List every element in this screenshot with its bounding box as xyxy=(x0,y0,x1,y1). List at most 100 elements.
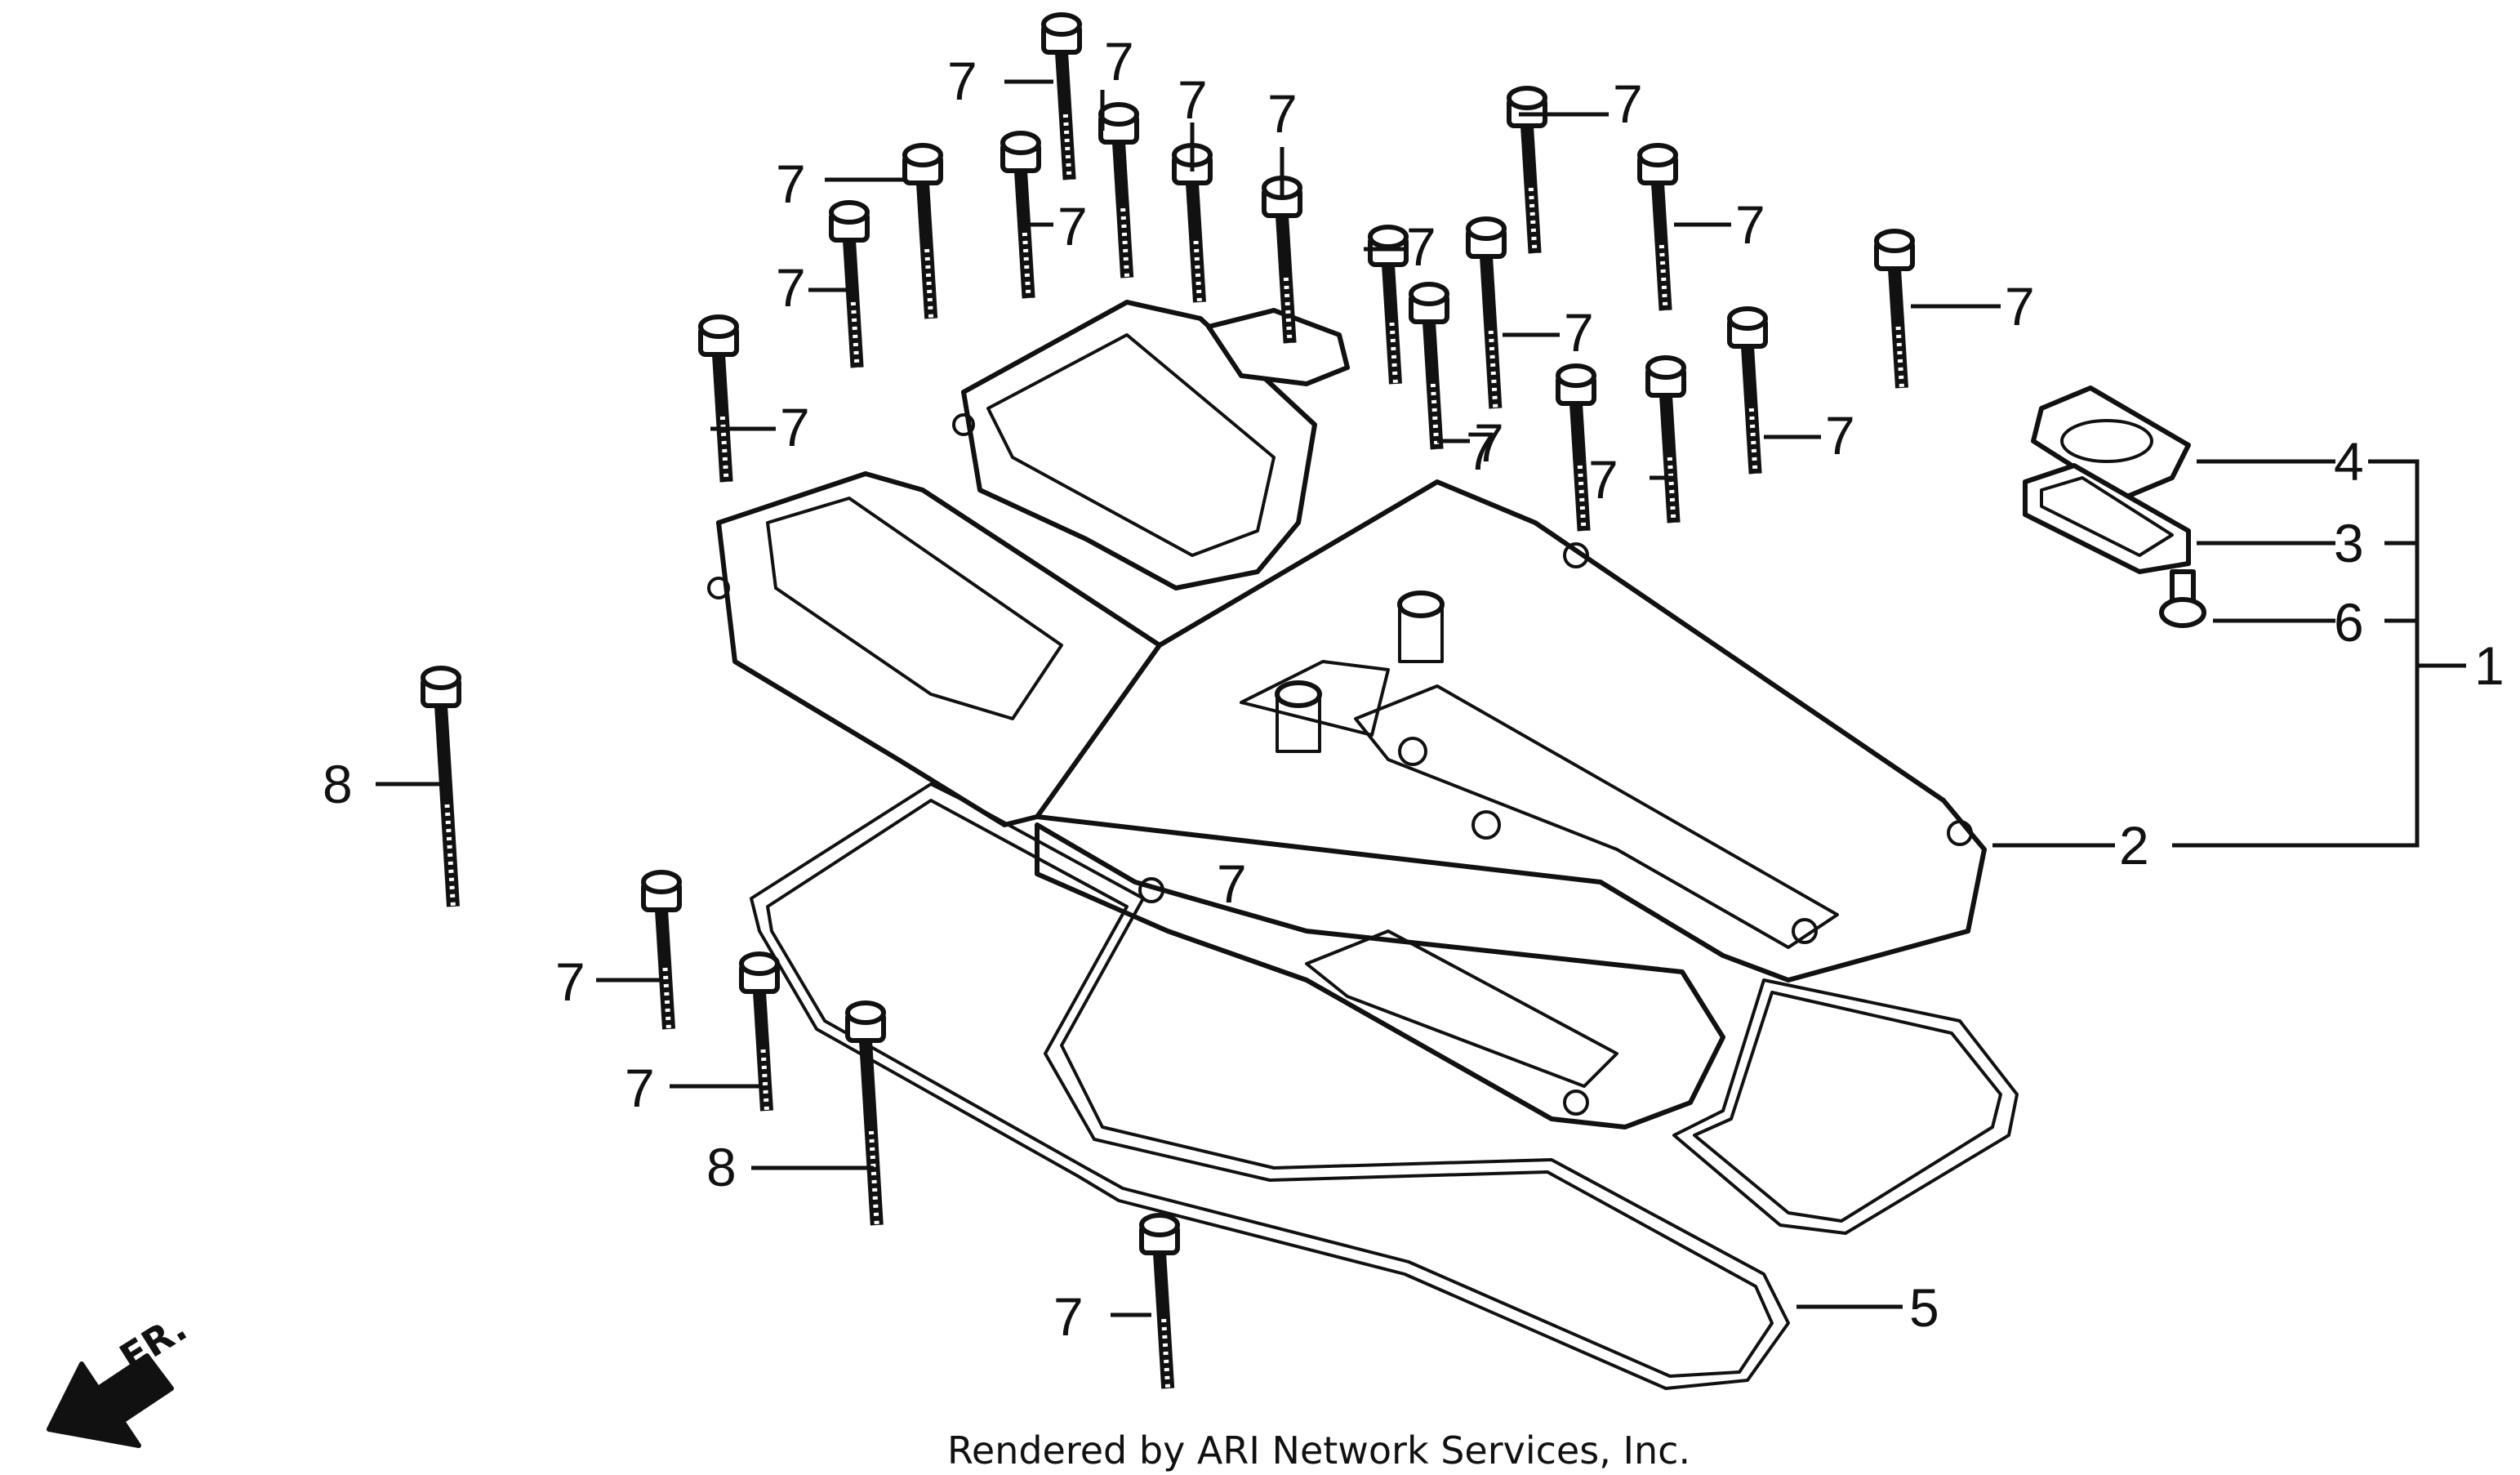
arrow-icon xyxy=(47,1353,174,1448)
cap-screw[interactable] xyxy=(2159,569,2206,628)
bolt-group xyxy=(421,12,1915,1389)
bolt-head-top xyxy=(1645,355,1686,380)
bolt[interactable] xyxy=(1874,229,1915,389)
bolt-thread xyxy=(924,248,934,319)
callout-7[interactable]: 7 xyxy=(1104,31,1134,91)
bolt-thread xyxy=(1062,114,1072,180)
callout-7[interactable]: 7 xyxy=(1564,302,1594,363)
callout-7[interactable]: 7 xyxy=(1613,74,1643,134)
bolt-head-top xyxy=(739,951,780,976)
bolt-thread xyxy=(1120,207,1130,279)
callout-7[interactable]: 7 xyxy=(776,257,806,318)
bolt[interactable] xyxy=(829,200,870,368)
callout-7[interactable]: 7 xyxy=(1217,853,1247,914)
bolt-thread xyxy=(1283,277,1293,344)
bolt-head-top xyxy=(641,870,682,894)
callout-7[interactable]: 7 xyxy=(1057,196,1088,256)
bolt-thread xyxy=(1193,240,1202,303)
bolt[interactable] xyxy=(421,666,461,907)
bolt[interactable] xyxy=(1041,12,1082,180)
bolt[interactable] xyxy=(641,870,682,1030)
callout-7[interactable]: 7 xyxy=(1406,216,1436,277)
bolt-thread xyxy=(1022,232,1031,299)
bolt-head-top xyxy=(902,143,943,167)
bolt-head-top xyxy=(698,314,739,339)
bolt-head-top xyxy=(1637,143,1678,167)
bolt-head-top xyxy=(1556,363,1596,388)
bolt-head-top xyxy=(1727,306,1768,331)
callout-7[interactable]: 7 xyxy=(1178,69,1208,130)
callout-8[interactable]: 8 xyxy=(706,1137,737,1197)
bolt[interactable] xyxy=(902,143,943,319)
callout-2[interactable]: 2 xyxy=(2119,815,2149,876)
bolt[interactable] xyxy=(1368,225,1409,385)
bolt-thread xyxy=(1528,187,1538,254)
callout-5[interactable]: 5 xyxy=(1909,1277,1939,1338)
bolt-head-top xyxy=(1098,102,1139,127)
bolt-head-top xyxy=(1466,216,1507,241)
callout-7[interactable]: 7 xyxy=(1735,194,1765,255)
callout-7[interactable]: 7 xyxy=(1474,412,1504,473)
bolt-head-top xyxy=(1368,225,1409,249)
bolt[interactable] xyxy=(739,951,780,1112)
bolt-head-top xyxy=(1139,1213,1180,1237)
callout-7[interactable]: 7 xyxy=(625,1058,655,1118)
callout-7[interactable]: 7 xyxy=(1053,1286,1084,1347)
bolt[interactable] xyxy=(1409,282,1449,450)
front-direction-arrow: FR. xyxy=(47,1305,194,1448)
callout-7[interactable]: 7 xyxy=(2005,276,2035,336)
bolt[interactable] xyxy=(698,314,739,483)
bolt[interactable] xyxy=(1556,363,1596,532)
callout-1[interactable]: 1 xyxy=(2474,635,2504,696)
callout-7[interactable]: 7 xyxy=(1825,405,1855,466)
callout-7[interactable]: 7 xyxy=(780,397,810,457)
bolt[interactable] xyxy=(1637,143,1678,311)
bolt[interactable] xyxy=(845,1000,886,1226)
callout-6[interactable]: 6 xyxy=(2334,592,2364,653)
bolt[interactable] xyxy=(1645,355,1686,524)
callout-3[interactable]: 3 xyxy=(2334,513,2364,573)
bolt-head-top xyxy=(845,1000,886,1025)
bolt[interactable] xyxy=(1466,216,1507,409)
bolt-thread xyxy=(444,804,456,907)
bolt-head-top xyxy=(1409,282,1449,306)
callout-8[interactable]: 8 xyxy=(323,754,353,814)
bolt[interactable] xyxy=(1139,1213,1180,1389)
callout-7[interactable]: 7 xyxy=(776,154,806,214)
bolt-head-top xyxy=(421,666,461,690)
bolt-thread xyxy=(850,301,860,368)
bolt[interactable] xyxy=(1098,102,1139,279)
bolt-thread xyxy=(1161,1318,1171,1389)
leader-lines xyxy=(376,79,2466,1317)
bolt-thread xyxy=(1389,322,1398,385)
bolt-head-top xyxy=(1000,131,1041,155)
bolt-thread xyxy=(1667,457,1676,524)
head-cover-gasket[interactable] xyxy=(750,782,2019,1390)
callout-7[interactable]: 7 xyxy=(947,51,977,111)
bolt-head-top xyxy=(829,200,870,225)
callout-labels: 7 7 7 7 7 7 7 7 7 7 7 7 7 7 7 7 7 7 7 7 … xyxy=(323,31,2504,1347)
inspection-cap-gasket[interactable] xyxy=(2031,385,2191,501)
bolt-thread xyxy=(1895,326,1904,389)
callout-7[interactable]: 7 xyxy=(555,951,585,1012)
bolt-thread xyxy=(1577,465,1587,532)
inspection-cap[interactable] xyxy=(2023,463,2191,574)
cylinder-head-cover[interactable] xyxy=(707,300,1987,1130)
callout-4[interactable]: 4 xyxy=(2334,431,2364,492)
bolt-head-top xyxy=(1874,229,1915,253)
bolt-thread xyxy=(760,1049,769,1112)
bolt-thread xyxy=(662,967,671,1030)
footer-credit: Rendered by ARI Network Services, Inc. xyxy=(947,1428,1690,1473)
bolt[interactable] xyxy=(1727,306,1768,475)
callout-7[interactable]: 7 xyxy=(1466,421,1496,481)
bolt[interactable] xyxy=(1000,131,1041,299)
callout-7[interactable]: 7 xyxy=(1588,449,1618,510)
callout-7[interactable]: 7 xyxy=(1267,83,1298,144)
bolt-thread xyxy=(1748,408,1758,475)
bolt-head-top xyxy=(1041,12,1082,37)
bolt-head-top xyxy=(1507,86,1547,110)
bolt-thread xyxy=(1658,244,1668,311)
bolt[interactable] xyxy=(1507,86,1547,254)
bolt-thread xyxy=(1430,383,1440,450)
